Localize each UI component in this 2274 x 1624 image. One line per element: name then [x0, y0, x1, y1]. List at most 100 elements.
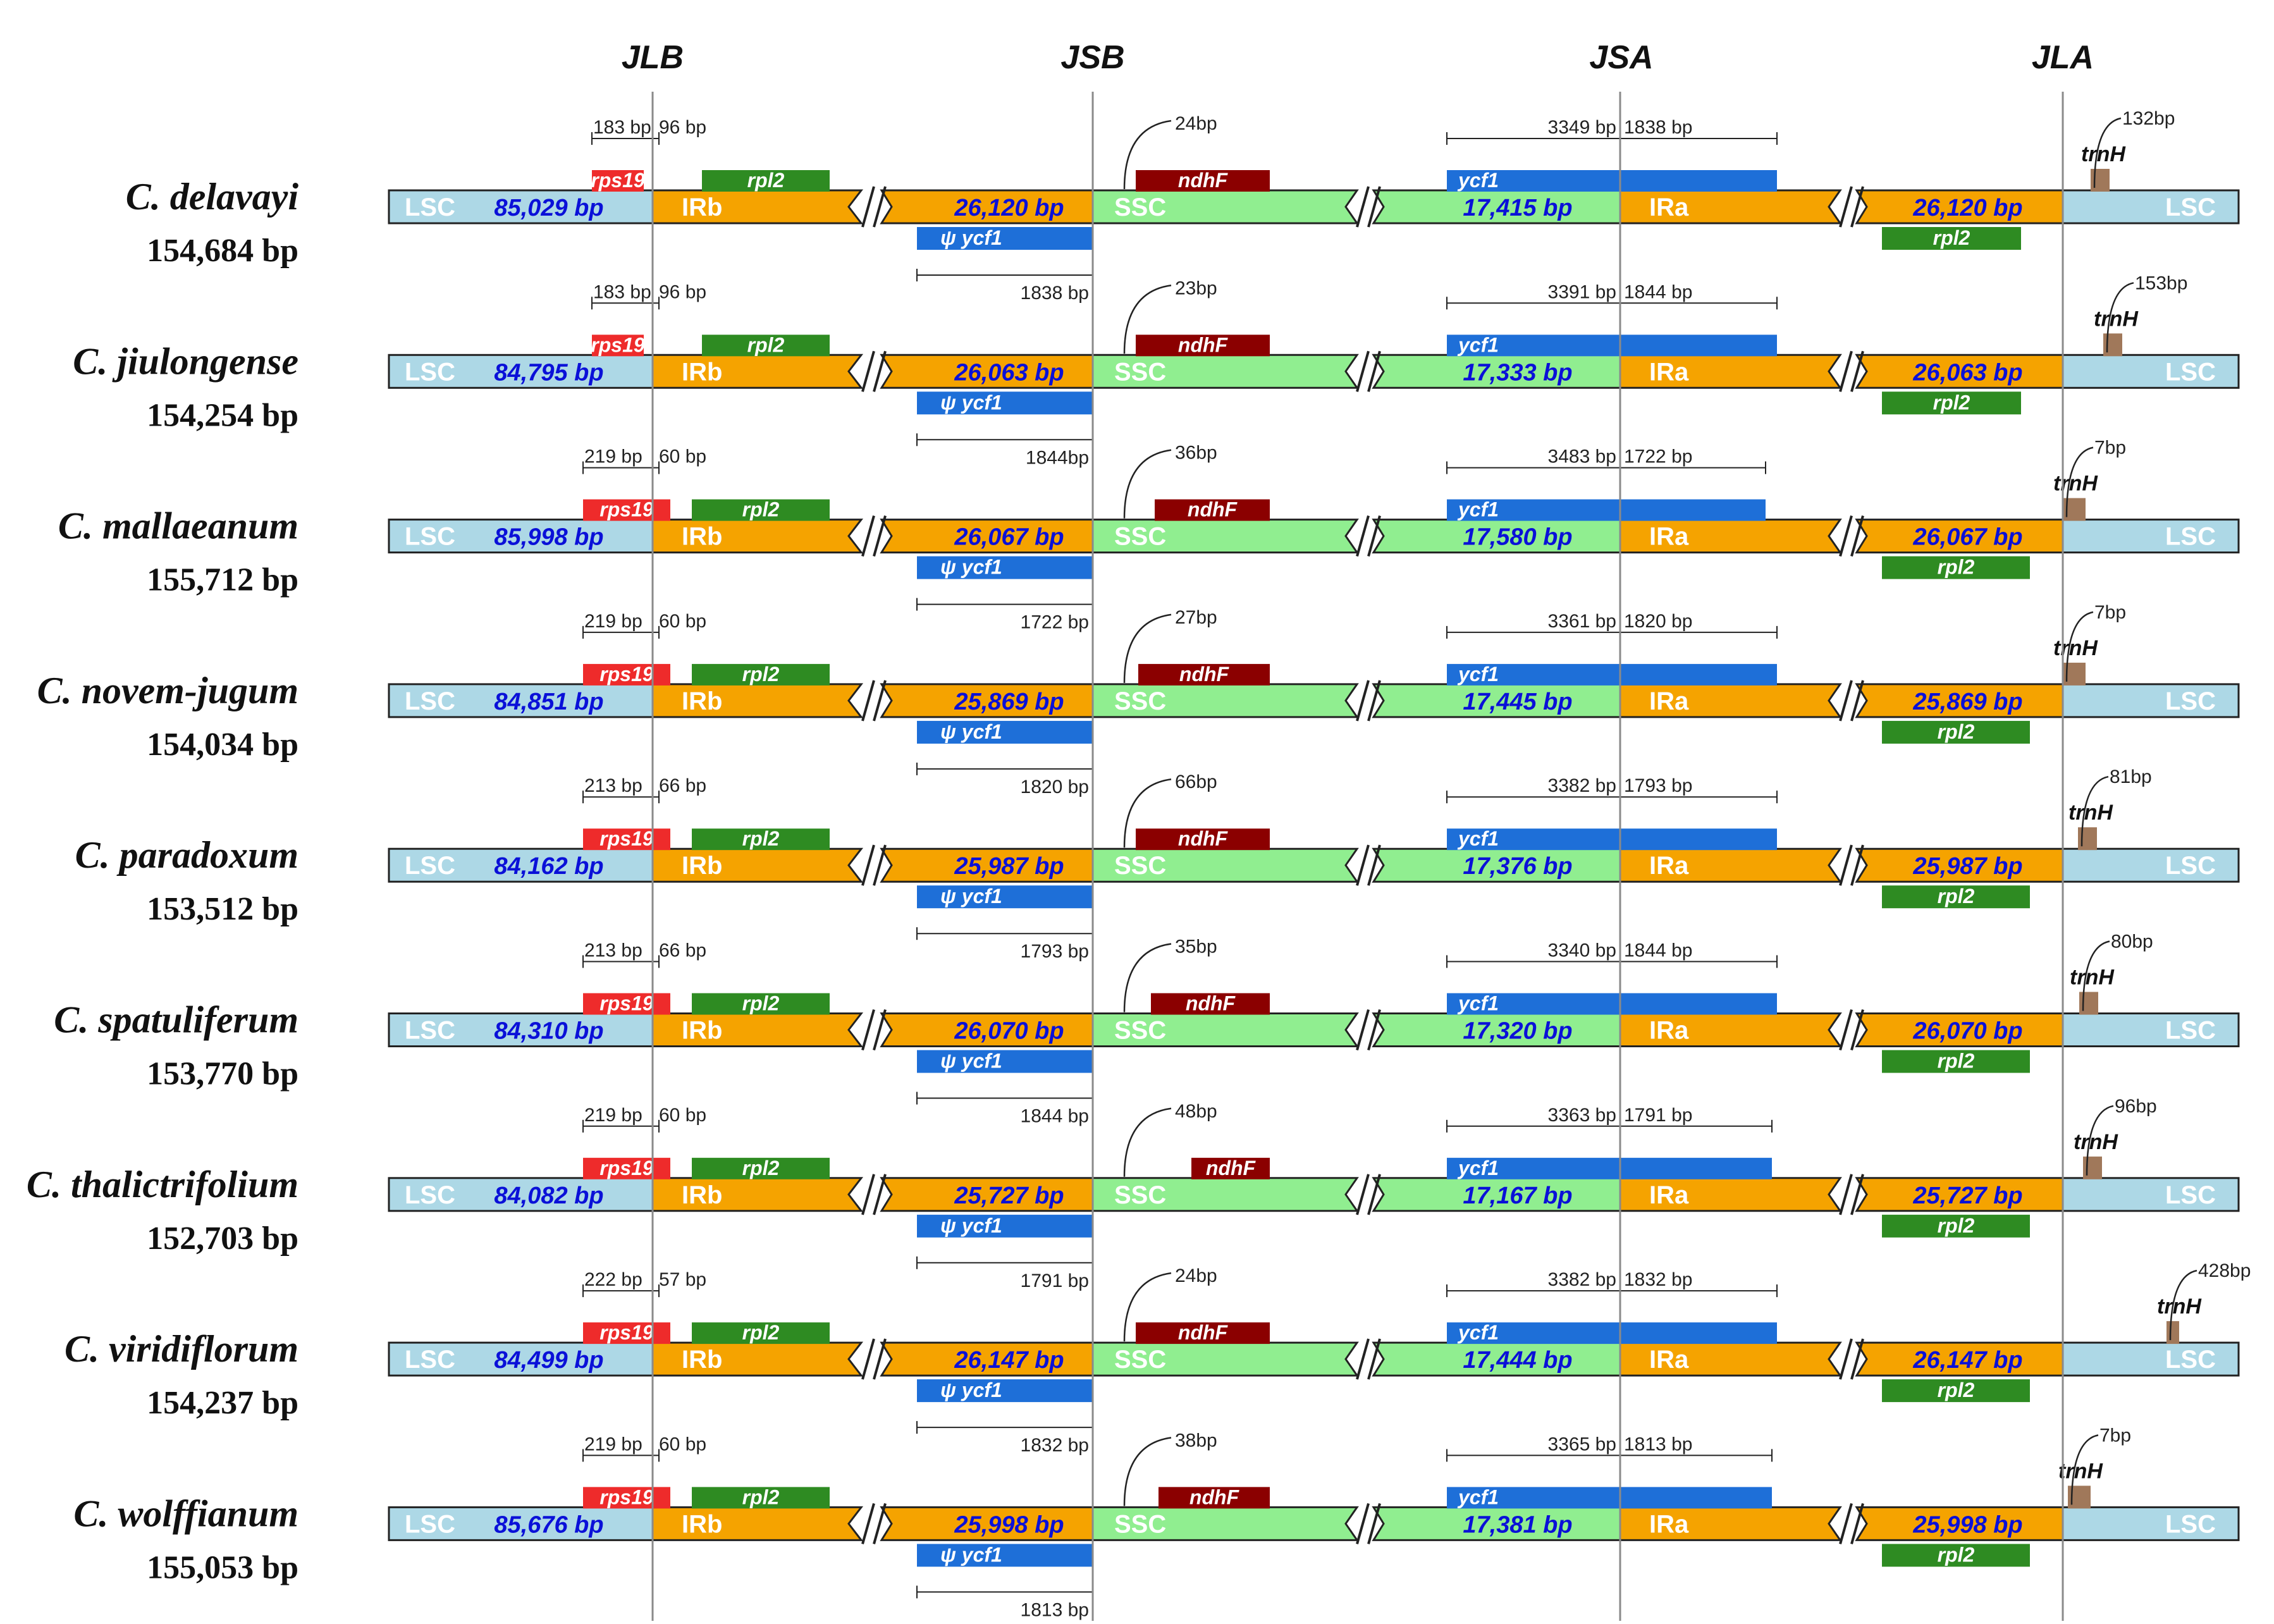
- rpl2-label: rpl2: [742, 663, 780, 686]
- rpl2-label: rpl2: [742, 827, 780, 850]
- ycf1-label: ycf1: [1457, 1157, 1499, 1179]
- break-mark: [873, 515, 887, 557]
- rps19-left-length: 213 bp: [584, 940, 642, 961]
- lsc-label: LSC: [405, 523, 455, 551]
- ycf1-right-length: 1838 bp: [1624, 117, 1692, 138]
- break-mark: [1367, 844, 1381, 886]
- trnh-label: trnH: [2053, 636, 2098, 660]
- rps19-gene: [592, 335, 644, 357]
- lsc-region-left: [388, 847, 654, 883]
- rps19-left-length: 219 bp: [584, 1105, 642, 1126]
- break-mark: [1367, 1174, 1381, 1215]
- rps19-label: rps19: [591, 169, 645, 192]
- lsc-length: 84,851 bp: [494, 689, 603, 715]
- ndhf-distance: 35bp: [1175, 937, 1217, 957]
- trnh-arrow: [2065, 611, 2094, 682]
- rpl2-gene: [702, 335, 830, 357]
- lsc-label: LSC: [405, 194, 455, 221]
- trnh-arrow: [2070, 1434, 2099, 1505]
- irb-length: 26,067 bp: [954, 524, 1064, 551]
- trnh-distance: 428bp: [2198, 1260, 2251, 1281]
- ndhf-distance: 48bp: [1175, 1101, 1217, 1122]
- psi-ycf1-length: 1791 bp: [1021, 1270, 1089, 1291]
- ira-label: IRa: [1649, 1346, 1689, 1374]
- ycf1-right-length: 1820 bp: [1624, 611, 1692, 632]
- break-mark: [1850, 1009, 1864, 1051]
- break-mark: [873, 1174, 887, 1215]
- ssc-label: SSC: [1114, 852, 1166, 880]
- rpl2-gene-ira: [1882, 1379, 2030, 1403]
- ycf1-right-length: 1722 bp: [1624, 446, 1692, 467]
- irb-length: 25,998 bp: [954, 1511, 1064, 1538]
- irb-region-cont: [880, 1012, 1094, 1047]
- rpl2-gene-ira: [1882, 227, 2021, 250]
- ndhf-gene: [1191, 1157, 1270, 1179]
- rps19-label: rps19: [599, 827, 654, 850]
- ira-length: 26,147 bp: [1912, 1347, 2022, 1374]
- ndhf-label: ndhF: [1206, 1157, 1257, 1179]
- species-name: C. novem-jugum: [37, 670, 298, 711]
- ira-label: IRa: [1649, 358, 1689, 386]
- rps19-gene: [583, 993, 670, 1015]
- ycf1-label: ycf1: [1457, 1486, 1499, 1508]
- ira-label: IRa: [1649, 687, 1689, 715]
- ndhf-arrow: [1123, 943, 1172, 1012]
- trnh-label: trnH: [2081, 142, 2126, 166]
- lsc-label-right: LSC: [2165, 358, 2216, 386]
- ira-region-cont: [1855, 1506, 2064, 1541]
- ssc-label: SSC: [1114, 358, 1166, 386]
- ycf1-gene: [1447, 170, 1777, 192]
- trnh-label: trnH: [2094, 307, 2139, 331]
- break-mark: [1839, 1338, 1853, 1380]
- ycf1-right-length: 1793 bp: [1624, 775, 1692, 796]
- break-mark: [1850, 350, 1864, 392]
- genome-length: 154,237 bp: [147, 1385, 298, 1421]
- ndhf-label: ndhF: [1178, 333, 1229, 356]
- ndhf-label: ndhF: [1179, 663, 1230, 686]
- rps19-right-length: 57 bp: [659, 1269, 706, 1290]
- rps19-right-length: 96 bp: [659, 281, 706, 302]
- lsc-length: 85,029 bp: [494, 195, 603, 221]
- psi-ycf1-label: ψ ycf1: [940, 1543, 1002, 1566]
- lsc-label-right: LSC: [2165, 523, 2216, 551]
- trnh-gene: [2091, 169, 2110, 192]
- trnh-label: trnH: [2157, 1295, 2202, 1319]
- psi-ycf1-length: 1844 bp: [1021, 1106, 1089, 1127]
- ssc-label: SSC: [1114, 1510, 1166, 1538]
- species-name: C. thalictrifolium: [27, 1164, 298, 1205]
- ycf1-gene: [1447, 499, 1766, 521]
- ycf1-left-length: 3361 bp: [1548, 611, 1616, 632]
- lsc-label-right: LSC: [2165, 194, 2216, 221]
- ndhf-distance: 36bp: [1175, 443, 1217, 464]
- ira-region-cont: [1855, 1012, 2064, 1047]
- ssc-label: SSC: [1114, 1181, 1166, 1209]
- junction-label-jsa: JSA: [1589, 39, 1653, 76]
- species-name: C. jiulongense: [73, 340, 298, 382]
- lsc-length: 84,499 bp: [494, 1347, 603, 1374]
- trnh-distance: 80bp: [2111, 932, 2153, 952]
- break-mark: [1839, 186, 1853, 228]
- ndhf-gene: [1136, 828, 1270, 851]
- ycf1-left-length: 3391 bp: [1548, 281, 1616, 302]
- ycf1-right-length: 1844 bp: [1624, 281, 1692, 302]
- psi-ycf1-length: 1820 bp: [1021, 777, 1089, 797]
- rps19-gene: [583, 663, 670, 686]
- trnh-label: trnH: [2070, 966, 2115, 990]
- species-name: C. wolffianum: [73, 1492, 298, 1534]
- break-mark: [1850, 1503, 1864, 1544]
- rps19-left-length: 183 bp: [593, 281, 651, 302]
- ssc-label: SSC: [1114, 194, 1166, 221]
- psi-ycf1-gene: [917, 1379, 1093, 1403]
- break-mark: [1356, 1503, 1370, 1544]
- ndhf-arrow: [1123, 449, 1172, 519]
- ndhf-arrow: [1123, 1107, 1172, 1177]
- ira-label: IRa: [1649, 1181, 1689, 1209]
- ira-region-cont: [1855, 189, 2064, 225]
- ycf1-left-length: 3340 bp: [1548, 940, 1616, 961]
- psi-ycf1-gene: [917, 1214, 1093, 1238]
